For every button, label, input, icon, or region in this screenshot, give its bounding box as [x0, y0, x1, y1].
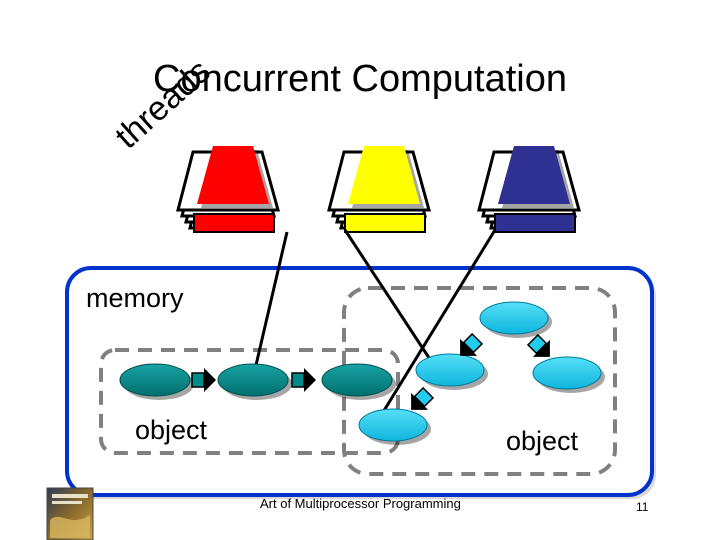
object-label-left: object — [135, 415, 208, 445]
thread-stack-yellow — [327, 146, 431, 233]
pointer-blue — [375, 229, 497, 423]
arrow-down-left-icon — [411, 386, 435, 410]
tree-node — [415, 353, 485, 387]
pointer-red — [251, 231, 289, 379]
list-node — [217, 363, 289, 397]
thread-stack-blue — [477, 146, 581, 233]
memory-label: memory — [86, 283, 184, 313]
object-left-nodes — [119, 363, 396, 400]
object-right-nodes — [358, 301, 605, 445]
object-right-arrows — [411, 332, 550, 410]
list-node — [119, 363, 191, 397]
book-cover-icon — [46, 487, 94, 540]
footer-text: Art of Multiprocessor Programming — [260, 496, 461, 511]
tree-node — [479, 301, 549, 335]
page-number: 11 — [636, 500, 649, 514]
slide-title: Concurrent Computation — [153, 58, 567, 100]
tree-node — [358, 408, 428, 442]
thread-pointer-lines — [251, 229, 497, 423]
thread-stack-red — [176, 146, 280, 233]
right-arrow-icon — [191, 368, 216, 392]
object-region-left — [99, 348, 400, 455]
tree-node — [532, 356, 602, 390]
arrow-down-right-icon — [526, 333, 550, 357]
arrow-down-left-icon — [460, 332, 484, 356]
object-left-arrows — [191, 368, 316, 392]
object-label-right: object — [506, 426, 579, 456]
right-arrow-icon — [291, 368, 316, 392]
list-node — [321, 363, 393, 397]
